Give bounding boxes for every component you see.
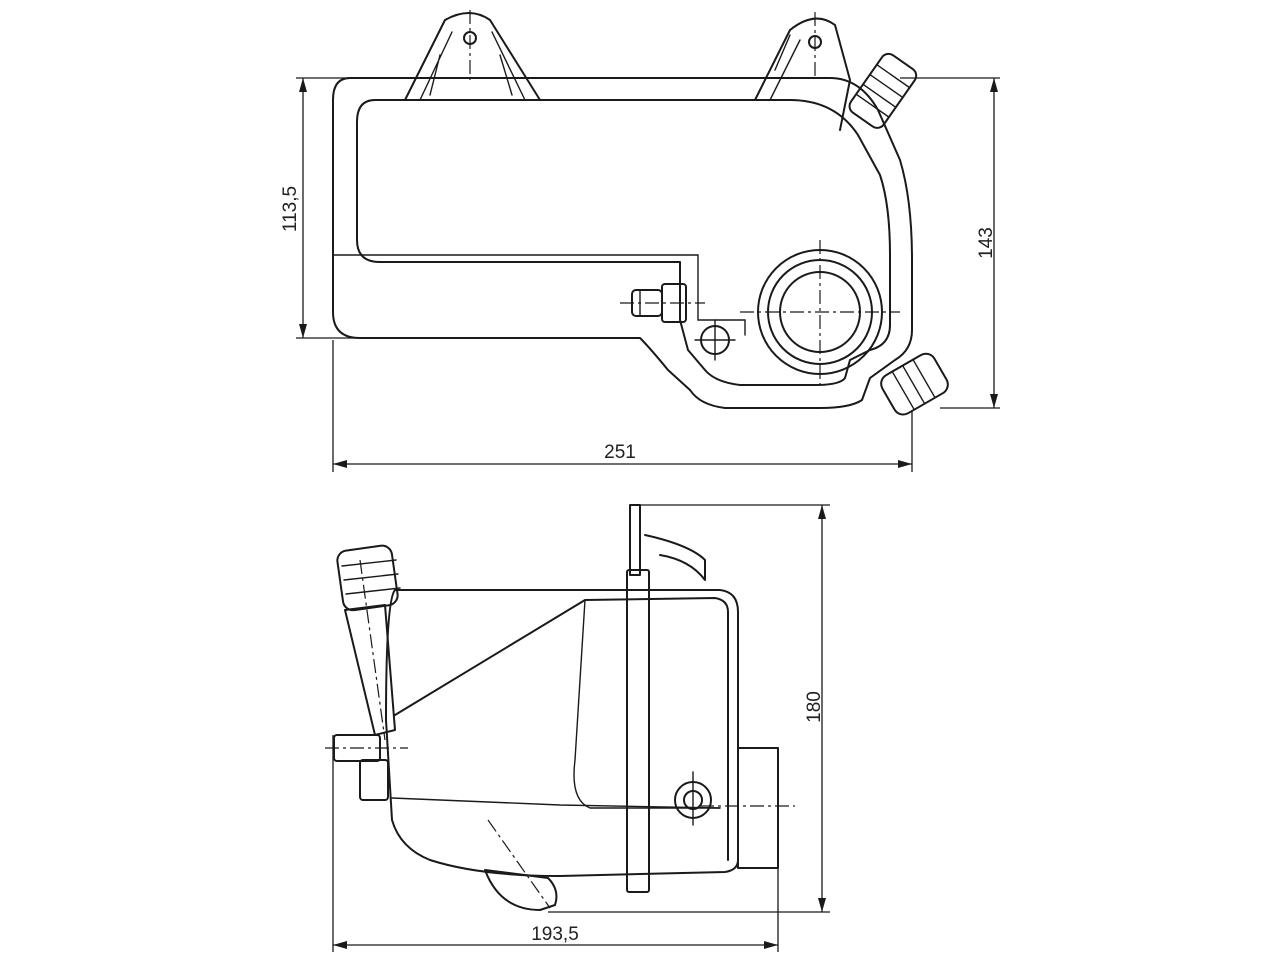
- side-body-panel: [573, 599, 721, 809]
- level-sensor: [694, 319, 736, 361]
- side-left-fitting: [325, 734, 408, 801]
- dim-side-height: [548, 504, 830, 913]
- side-view: 180 193,5: [325, 504, 830, 952]
- left-mount-bracket-inner: [419, 31, 526, 101]
- side-upper-hose: [336, 544, 401, 741]
- dim-top-right-height: [900, 77, 1000, 409]
- dim-label-side-height: 180: [804, 691, 825, 723]
- tank-outer-outline: [332, 77, 913, 409]
- right-mount-bracket: [754, 17, 851, 131]
- side-port-fitting: [620, 283, 705, 323]
- top-right-nozzle: [848, 52, 918, 129]
- right-mount-bracket-inner: [769, 34, 801, 101]
- side-level-sensor: [674, 771, 712, 826]
- dim-top-left-height: [296, 77, 360, 339]
- side-filler-neck: [737, 747, 779, 869]
- dim-label-side-width: 193,5: [531, 924, 579, 945]
- side-bottom-outlet: [484, 819, 558, 911]
- dim-label-top-width: 251: [604, 442, 636, 463]
- side-top-clip: [644, 534, 706, 581]
- side-body-outline: [385, 589, 739, 877]
- side-flange-plate: [626, 569, 650, 893]
- side-body-inner: [394, 597, 729, 861]
- dim-side-width: [332, 735, 779, 952]
- top-view: 113,5 143 251: [280, 10, 1000, 472]
- dim-top-width: [332, 340, 913, 472]
- dim-label-top-left-height: 113,5: [280, 186, 301, 232]
- side-body-belt: [391, 797, 721, 809]
- bottom-right-nozzle: [880, 352, 949, 416]
- left-mount-bracket: [404, 12, 541, 101]
- tank-step-line: [332, 254, 746, 336]
- dim-label-top-right-height: 143: [976, 227, 997, 259]
- tank-inner-outline: [356, 99, 891, 386]
- side-flange-tab: [629, 504, 641, 576]
